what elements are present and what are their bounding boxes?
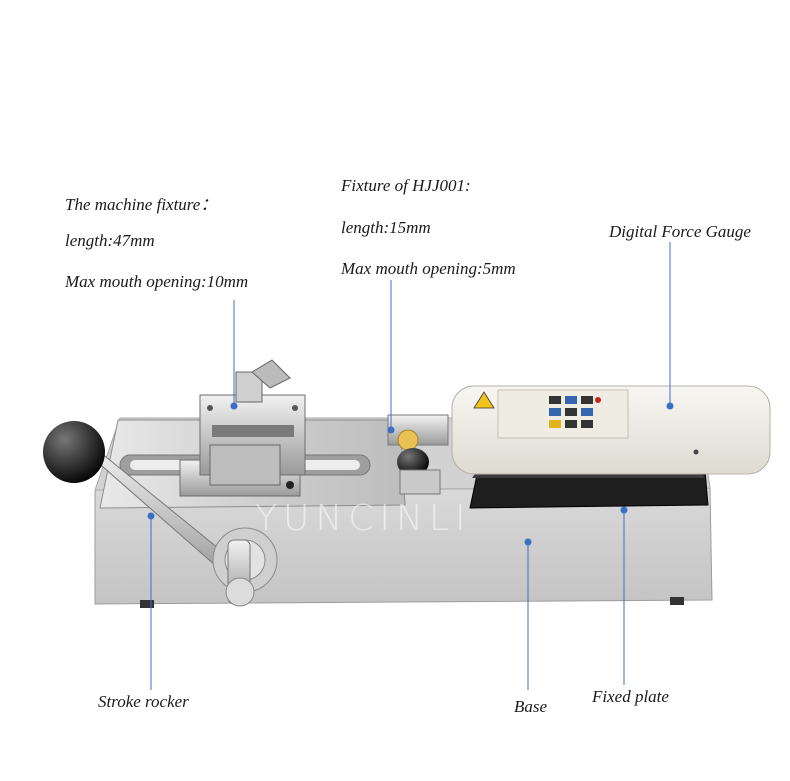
stroke-rocker (43, 421, 278, 607)
machine-fixture-length: length:47mm (65, 231, 155, 250)
rocker-callout: Stroke rocker (98, 692, 189, 711)
gauge-callout: Digital Force Gauge (609, 222, 751, 241)
leader-lines (147, 242, 674, 690)
hjj-fixture-length: length:15mm (341, 218, 431, 237)
force-gauge (451, 385, 771, 475)
watermark: YUNCINLI (255, 498, 472, 539)
hjj-fixture-title: Fixture of HJJ001: (341, 176, 471, 195)
plate-callout: Fixed plate (592, 687, 669, 706)
machine-fixture-title: The machine fixture： (65, 195, 218, 214)
fixed-plate (469, 469, 709, 509)
hjj-fixture-opening: Max mouth opening:5mm (341, 259, 516, 278)
base-callout: Base (514, 697, 548, 716)
hjj-fixture (387, 414, 449, 495)
machine-fixture-opening: Max mouth opening:10mm (65, 272, 249, 291)
machine-fixture (179, 359, 306, 497)
